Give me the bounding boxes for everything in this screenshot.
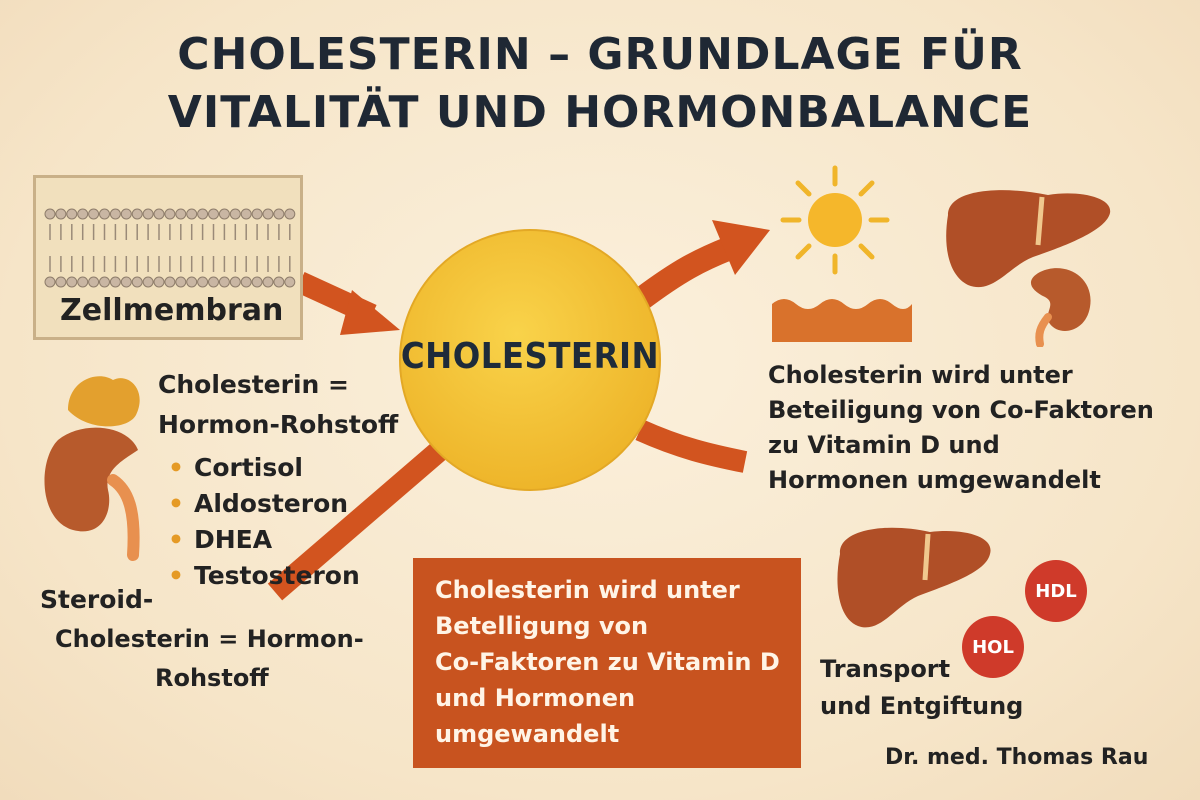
hdl-badge: HDL — [1025, 560, 1087, 622]
list-item: •Aldosteron — [168, 489, 349, 518]
vitamin-d-line: Cholesterin wird unter — [768, 361, 1073, 389]
arrow-center-to-hormones — [635, 419, 748, 473]
kidney-icon — [1030, 268, 1091, 347]
vitamin-d-line: zu Vitamin D und — [768, 431, 1000, 459]
steroid-line-1: Steroid- — [40, 585, 154, 614]
author-credit: Dr. med. Thomas Rau — [885, 745, 1149, 770]
orange-box-line: Cholesterin wird unter — [435, 576, 740, 604]
title-line-2: VITALITÄT UND HORMONBALANCE — [167, 87, 1033, 138]
hormones-heading-1: Cholesterin = — [158, 370, 349, 399]
membrane-label: Zellmembran — [60, 293, 284, 328]
cell-membrane-panel — [33, 175, 303, 340]
list-item: •Cortisol — [168, 453, 303, 482]
sun-icon — [780, 165, 890, 275]
vitamin-d-line: Hormonen umgewandelt — [768, 466, 1101, 494]
cell-membrane-icon — [44, 208, 296, 288]
liver-icon — [946, 190, 1111, 288]
center-label: CHOLESTERIN — [400, 336, 660, 377]
steroid-line-2: Cholesterin = Hormon- — [55, 625, 364, 653]
orange-box-line: Betelligung von — [435, 612, 649, 640]
skin-icon — [772, 299, 912, 342]
hol-badge-label: HOL — [972, 636, 1014, 658]
orange-box-line: Co-Faktoren zu Vitamin D — [435, 648, 780, 676]
arrow-membrane-to-center — [295, 272, 400, 335]
transport-line-2: und Entgiftung — [820, 692, 1024, 720]
hormones-heading-2: Hormon-Rohstoff — [158, 410, 399, 439]
list-item: •Testosteron — [168, 561, 360, 590]
vitamin-d-line: Beteiligung von Co-Faktoren — [768, 396, 1154, 424]
orange-box-line: und Hormonen — [435, 684, 636, 712]
hol-badge: HOL — [962, 616, 1024, 678]
title-line-1: CHOLESTERIN – GRUNDLAGE FÜR — [177, 29, 1023, 80]
cholesterol-circle — [399, 229, 661, 491]
vitamin-d-text: Cholesterin wird unter Beteiligung von C… — [768, 358, 1154, 498]
liver-small-icon — [837, 527, 991, 628]
arrow-hormones-to-center — [267, 441, 448, 601]
conversion-info-box: Cholesterin wird unter Betelligung von C… — [413, 558, 801, 768]
hdl-badge-label: HDL — [1035, 580, 1077, 602]
steroid-line-3: Rohstoff — [155, 664, 269, 692]
list-item: •DHEA — [168, 525, 273, 554]
transport-line-1: Transport — [820, 655, 951, 683]
adrenal-kidney-icon — [44, 376, 140, 561]
hormone-list: •Cortisol •Aldosteron •DHEA •Testosteron — [168, 450, 360, 594]
arrow-center-to-vitamin-d — [632, 220, 770, 310]
orange-box-line: umgewandelt — [435, 720, 620, 748]
